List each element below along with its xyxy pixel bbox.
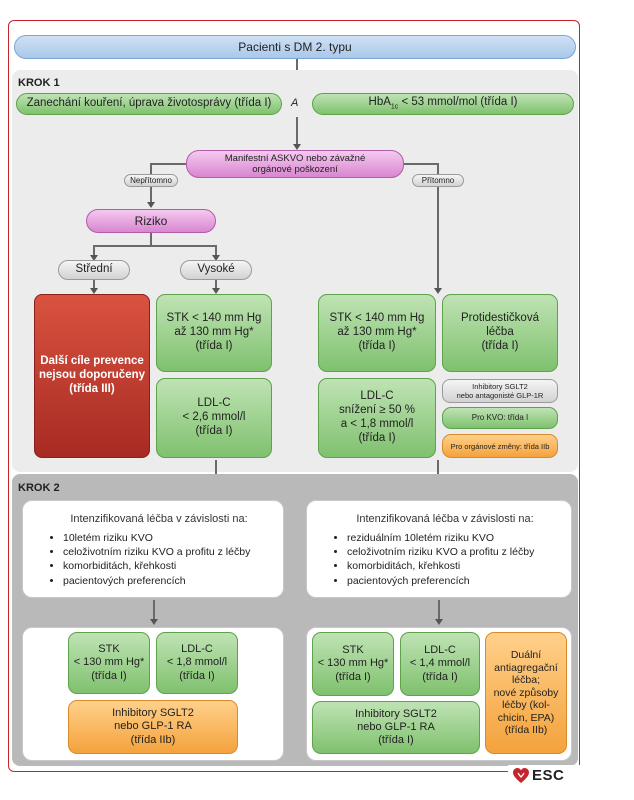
stk-step2-right-label: STK < 130 mm Hg* (třída I): [317, 644, 389, 683]
branch-line: [404, 163, 438, 165]
hba1c-box: HbA1c < 53 mmol/mol (třída I): [312, 93, 574, 115]
kvo-class-label: Pro KVO: třída I: [471, 413, 529, 423]
patients-box: Pacienti s DM 2. typu: [14, 35, 576, 59]
absent-label: Nepřítomno: [130, 175, 172, 185]
high-label: Vysoké: [197, 263, 235, 276]
ldl-step2-left-label: LDL-C < 1,8 mmol/l (třída I): [166, 643, 228, 682]
list-item: pacientových preferencích: [63, 574, 269, 588]
ldl-right-box: LDL-C snížení ≥ 50 % a < 1,8 mmol/l (tří…: [318, 378, 436, 458]
ldl-left-box: LDL-C < 2,6 mmol/l (třída I): [156, 378, 272, 458]
hba1c-main: HbA: [368, 96, 391, 109]
right-intensified-card: Intenzifikovaná léčba v závislosti na: r…: [306, 500, 572, 598]
arrow-head: [89, 288, 98, 294]
arrow-line: [215, 460, 217, 478]
organ-class-box: Pro orgánové změny: třída IIb: [442, 434, 558, 458]
left-intensified-card: Intenzifikovaná léčba v závislosti na: 1…: [22, 500, 284, 598]
ldl-right-label: LDL-C snížení ≥ 50 % a < 1,8 mmol/l (tří…: [339, 390, 415, 444]
stk-left-label: STK < 140 mm Hg až 130 mm Hg* (třída I): [166, 312, 262, 352]
sglt2-step2-left-label: Inhibitory SGLT2 nebo GLP-1 RA (třída II…: [112, 707, 194, 746]
list-item: 10letém riziku KVO: [63, 531, 269, 545]
arrow-head: [434, 619, 443, 625]
hba1c-sub: 1c: [390, 103, 399, 111]
branch-line: [150, 163, 186, 165]
ldl-step2-right-box: LDL-C < 1,4 mmol/l (třída I): [400, 632, 480, 696]
right-intensified-title: Intenzifikovaná léčba v závislosti na:: [356, 513, 534, 525]
no-further-targets-box: Další cíle prevence nejsou doporučeny (t…: [34, 294, 150, 458]
arrow-head: [89, 255, 98, 261]
step2-label: KROK 2: [18, 482, 60, 494]
left-intensified-list: 10letém riziku KVO celoživotním riziku K…: [49, 531, 269, 588]
arrow-head: [211, 288, 220, 294]
stk-right-box: STK < 140 mm Hg až 130 mm Hg* (třída I): [318, 294, 436, 372]
high-box: Vysoké: [180, 260, 252, 280]
branch-line: [215, 245, 217, 256]
askvo-decision-box: Manifestní ASKVO nebo závažné orgánové p…: [186, 150, 404, 178]
list-item: celoživotním riziku KVO a profitu z léčb…: [63, 545, 269, 559]
arrow-line: [153, 600, 155, 620]
hba1c-text: HbA1c < 53 mmol/mol (třída I): [369, 96, 518, 112]
stk-right-label: STK < 140 mm Hg až 130 mm Hg* (třída I): [329, 312, 425, 352]
sglt2-step2-right-box: Inhibitory SGLT2 nebo GLP-1 RA (třída I): [312, 701, 480, 754]
moderate-box: Střední: [58, 260, 130, 280]
antiplatelet-label: Protidestičková léčba (třída I): [461, 312, 539, 352]
antiplatelet-box: Protidestičková léčba (třída I): [442, 294, 558, 372]
list-item: celoživotním riziku KVO a profitu z léčb…: [347, 545, 557, 559]
esc-logo-text: ESC: [532, 767, 565, 784]
stk-step2-left-label: STK < 130 mm Hg* (třída I): [73, 643, 145, 682]
lifestyle-box: Zanechání kouření, úprava životosprávy (…: [16, 93, 282, 115]
left-intensified-title: Intenzifikovaná léčba v závislosti na:: [70, 513, 248, 525]
arrow-line: [215, 280, 217, 289]
list-item: komorbiditách, křehkosti: [347, 559, 557, 573]
arrow-head: [146, 202, 155, 208]
and-label: A: [291, 97, 299, 109]
list-item: komorbiditách, křehkosti: [63, 559, 269, 573]
present-box: Přítomno: [412, 174, 464, 187]
step1-label: KROK 1: [18, 77, 60, 89]
risk-label: Riziko: [134, 213, 168, 228]
risk-box: Riziko: [86, 209, 216, 233]
arrow-head: [211, 255, 220, 261]
arrow-head: [292, 144, 301, 150]
organ-class-label: Pro orgánové změny: třída IIb: [450, 441, 550, 451]
list-item: reziduálním 10letém riziku KVO: [347, 531, 557, 545]
right-intensified-list: reziduálním 10letém riziku KVO celoživot…: [333, 531, 557, 588]
lifestyle-label: Zanechání kouření, úprava životosprávy (…: [26, 97, 272, 110]
arrow-head: [433, 288, 442, 294]
arrow-line: [296, 59, 298, 73]
patients-label: Pacienti s DM 2. typu: [238, 39, 352, 54]
outer-frame: [8, 20, 580, 772]
sglt2-step2-left-box: Inhibitory SGLT2 nebo GLP-1 RA (třída II…: [68, 700, 238, 754]
ldl-left-label: LDL-C < 2,6 mmol/l (třída I): [182, 397, 246, 437]
kvo-class-box: Pro KVO: třída I: [442, 407, 558, 429]
branch-line: [150, 233, 152, 245]
branch-line: [437, 163, 439, 289]
dual-antiplatelet-box: Duální antiagregační léčba; nové způsoby…: [485, 632, 567, 754]
hba1c-rest: < 53 mmol/mol (třída I): [398, 96, 518, 109]
stk-left-box: STK < 140 mm Hg až 130 mm Hg* (třída I): [156, 294, 272, 372]
heart-icon: [513, 768, 529, 783]
askvo-decision-label: Manifestní ASKVO nebo závažné orgánové p…: [224, 152, 366, 175]
moderate-label: Střední: [75, 263, 113, 276]
ldl-step2-right-label: LDL-C < 1,4 mmol/l (třída I): [409, 644, 471, 683]
arrow-line: [437, 460, 439, 478]
sglt2-grey-box: Inhibitory SGLT2 nebo antagonisté GLP-1R: [442, 379, 558, 403]
ldl-step2-left-box: LDL-C < 1,8 mmol/l (třída I): [156, 632, 238, 694]
list-item: pacientových preferencích: [347, 574, 557, 588]
arrow-line: [438, 600, 440, 620]
sglt2-grey-label: Inhibitory SGLT2 nebo antagonisté GLP-1R: [456, 382, 544, 400]
arrow-head: [149, 619, 158, 625]
stk-step2-left-box: STK < 130 mm Hg* (třída I): [68, 632, 150, 694]
arrow-line: [296, 117, 298, 145]
stk-step2-right-box: STK < 130 mm Hg* (třída I): [312, 632, 394, 696]
branch-line: [93, 245, 216, 247]
arrow-line: [93, 280, 95, 289]
absent-box: Nepřítomno: [124, 174, 178, 187]
no-further-targets-label: Další cíle prevence nejsou doporučeny (t…: [38, 355, 146, 395]
dual-antiplatelet-label: Duální antiagregační léčba; nové způsoby…: [493, 648, 559, 737]
present-label: Přítomno: [421, 175, 455, 185]
branch-line: [93, 245, 95, 256]
sglt2-step2-right-label: Inhibitory SGLT2 nebo GLP-1 RA (třída I): [355, 707, 437, 747]
